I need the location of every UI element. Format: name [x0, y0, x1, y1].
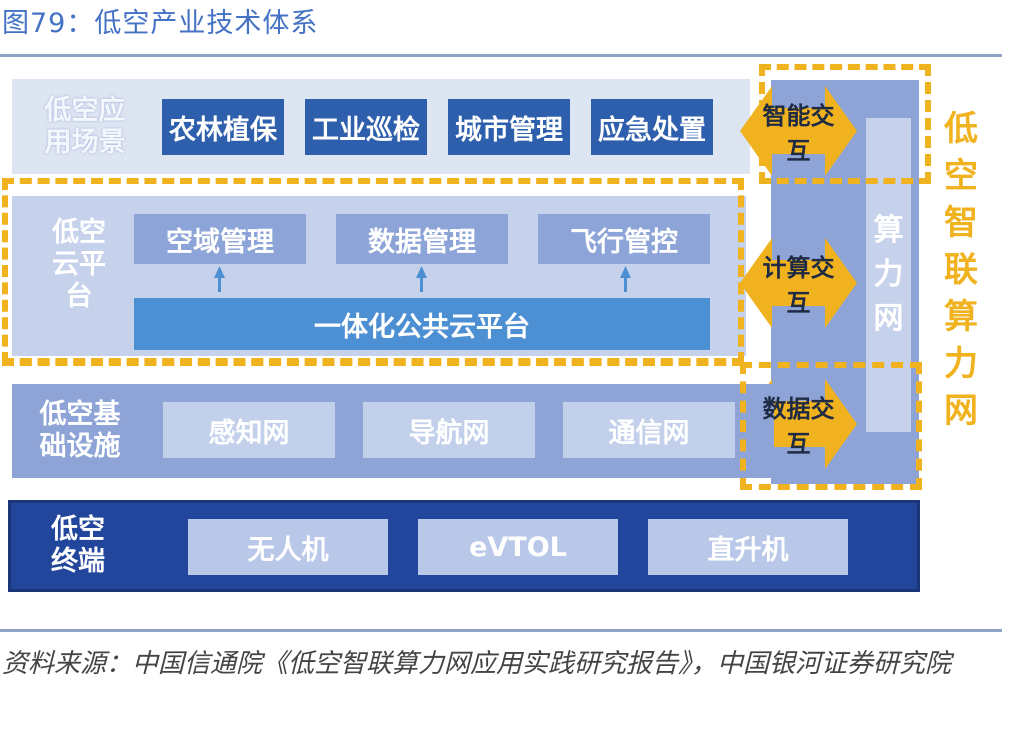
- figure-title: 图79：低空产业技术体系: [2, 8, 319, 39]
- upward-arrows: [214, 266, 631, 292]
- title-rule: [0, 54, 1002, 57]
- module-flight-control: 飞行管控: [538, 214, 710, 264]
- interaction-intelligent: 智能交互: [762, 102, 835, 165]
- application-layer-label: 低空应用场景: [44, 95, 126, 158]
- terminal-layer-label: 低空终端: [51, 514, 105, 577]
- arrow-up-icon: [214, 266, 225, 292]
- infra-tile-sensing: 感知网: [163, 402, 335, 458]
- source-note: 资料来源：中国信通院《低空智联算力网应用实践研究报告》，中国银河证券研究院: [2, 649, 952, 679]
- terminal-tile-drone: 无人机: [188, 519, 388, 575]
- unified-cloud-platform: 一体化公共云平台: [134, 298, 710, 350]
- app-tile-inspection: 工业巡检: [305, 99, 427, 155]
- module-data: 数据管理: [336, 214, 508, 264]
- cloud-platform-dashed-frame: [2, 178, 744, 364]
- arrow-up-icon: [620, 266, 631, 292]
- cloud-platform-layer-label: 低空云平台: [52, 217, 106, 312]
- terminal-tile-helicopter: 直升机: [648, 519, 848, 575]
- double-arrow-icon: [740, 86, 857, 176]
- double-arrow-icon: [740, 238, 857, 328]
- cloud-lower-dashed-edge: [2, 360, 744, 366]
- interaction-data: 数据交互: [762, 395, 835, 458]
- infrastructure-layer-label: 低空基础设施: [39, 399, 121, 462]
- terminal-tile-evtol: eVTOL: [418, 519, 618, 575]
- source-rule: [0, 629, 1002, 632]
- arrow-up-icon: [416, 266, 427, 292]
- side-title: 低空智联算力网: [944, 108, 978, 431]
- interaction-computing: 计算交互: [762, 254, 835, 317]
- network-dashed-frame-lower: [740, 362, 922, 490]
- compute-network-bar: 算力网: [866, 118, 911, 432]
- network-dashed-frame-upper: [759, 64, 931, 184]
- app-tile-emergency: 应急处置: [591, 99, 713, 155]
- compute-network-label: 算力网: [873, 213, 904, 336]
- infra-tile-navigation: 导航网: [363, 402, 535, 458]
- app-tile-city: 城市管理: [448, 99, 570, 155]
- app-tile-agriculture: 农林植保: [162, 99, 284, 155]
- module-airspace: 空域管理: [134, 214, 306, 264]
- infra-tile-communication: 通信网: [563, 402, 735, 458]
